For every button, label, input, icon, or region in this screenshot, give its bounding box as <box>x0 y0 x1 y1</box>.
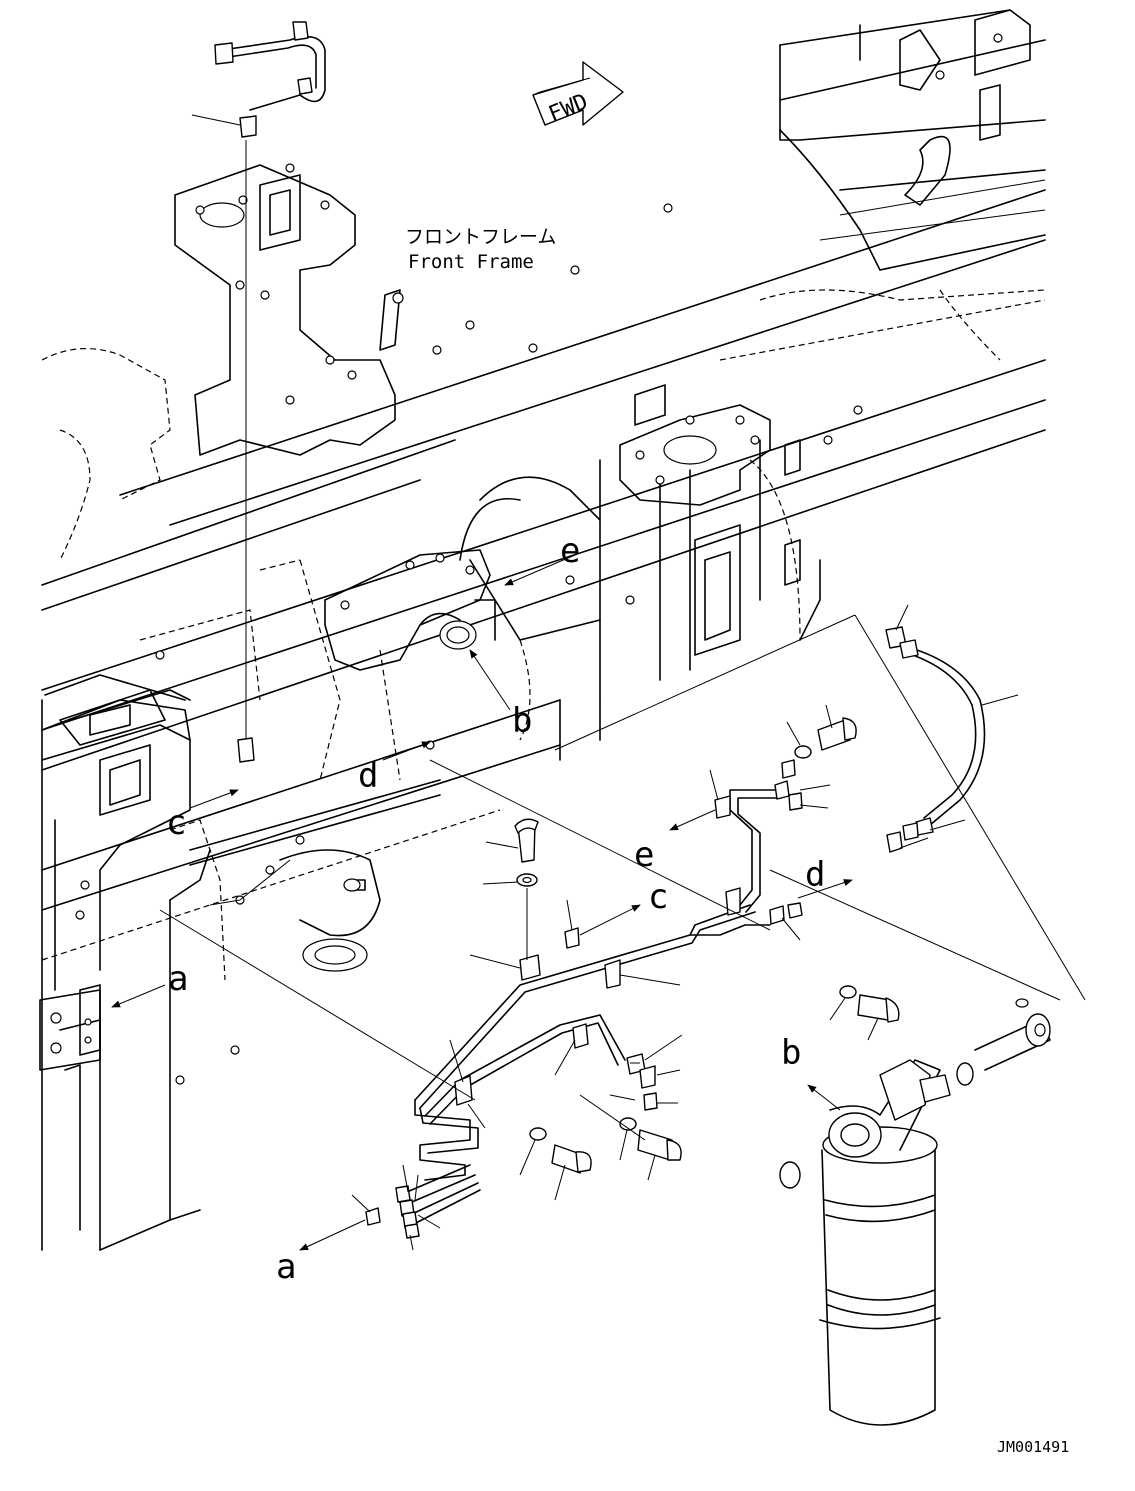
top-hose-assembly <box>191 21 326 763</box>
brake-tube-assembly <box>365 626 986 1239</box>
marker-a-left: a <box>168 959 188 999</box>
marker-a-bottom: a <box>276 1247 296 1287</box>
front-frame <box>39 9 1046 1251</box>
marker-c-right: c <box>648 877 668 917</box>
view-markers: e b c d a a e c d b <box>111 531 853 1287</box>
marker-e-top: e <box>560 531 580 571</box>
frame-label-jp: フロントフレーム <box>405 226 556 248</box>
marker-c-left: c <box>166 803 186 843</box>
frame-label: フロントフレーム Front Frame <box>405 226 556 273</box>
frame-label-en: Front Frame <box>408 251 534 273</box>
marker-d-left: d <box>358 756 378 796</box>
marker-b-top: b <box>512 701 532 741</box>
fwd-arrow: FWD <box>532 61 624 128</box>
marker-d-right: d <box>805 855 825 895</box>
marker-b-right: b <box>781 1033 801 1073</box>
marker-e-right: e <box>634 835 654 875</box>
leader-lines <box>159 604 1086 1251</box>
steering-cylinder <box>779 998 1051 1426</box>
drawing-id: JM001491 <box>997 1438 1069 1456</box>
